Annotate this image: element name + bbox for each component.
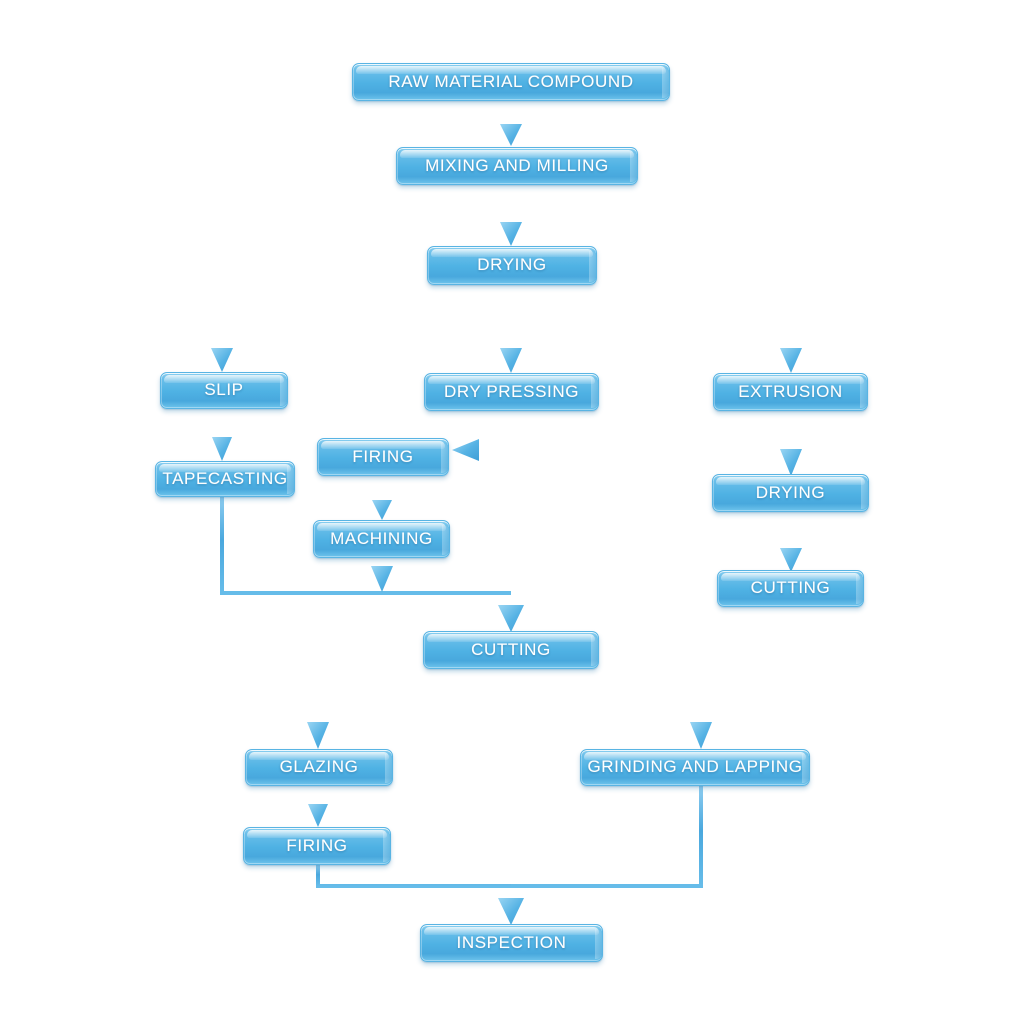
node-inspection[interactable]: INSPECTION bbox=[420, 924, 603, 962]
node-label: CUTTING bbox=[471, 639, 551, 659]
node-label: MIXING AND MILLING bbox=[425, 155, 609, 175]
node-label: FIRING bbox=[352, 446, 414, 466]
node-extrusion[interactable]: EXTRUSION bbox=[713, 373, 868, 411]
node-label: CUTTING bbox=[750, 578, 831, 597]
node-label: DRYING bbox=[755, 482, 826, 502]
arrowhead-bus-to-slip bbox=[211, 348, 233, 372]
arrowhead-machining-stub bbox=[371, 566, 393, 592]
arrowhead-firing-to-machining bbox=[372, 500, 392, 520]
node-label: DRY PRESSING bbox=[443, 381, 580, 401]
node-label: EXTRUSION bbox=[738, 381, 843, 401]
node-label: INSPECTION bbox=[456, 932, 567, 952]
arrowhead-cutbus-to-grinding bbox=[690, 722, 712, 749]
edge-tapecasting-merge bbox=[220, 497, 511, 595]
node-dry-pressing[interactable]: DRY PRESSING bbox=[424, 373, 599, 411]
arrowhead-glazing-to-firing bbox=[308, 804, 328, 827]
edge-grinding-merge bbox=[511, 786, 703, 888]
node-mixing-and-milling[interactable]: MIXING AND MILLING bbox=[396, 147, 638, 185]
arrowhead-drying-to-cutting bbox=[780, 548, 802, 572]
arrowhead-to-inspection bbox=[498, 898, 524, 925]
node-label: GRINDING AND LAPPING bbox=[587, 757, 803, 776]
node-drying-top[interactable]: DRYING bbox=[427, 246, 597, 285]
arrowhead-trunk-to-firing bbox=[452, 439, 479, 461]
arrowhead-mixing-to-drying bbox=[500, 222, 522, 246]
arrowhead-cutbus-to-glazing bbox=[307, 722, 329, 749]
node-firing-mid[interactable]: FIRING bbox=[317, 438, 449, 476]
node-label: GLAZING bbox=[279, 757, 359, 776]
node-label: MACHINING bbox=[330, 528, 433, 548]
node-label: DRYING bbox=[477, 255, 547, 274]
node-cutting-center[interactable]: CUTTING bbox=[423, 631, 599, 669]
node-raw-material-compound[interactable]: RAW MATERIAL COMPOUND bbox=[352, 63, 670, 101]
node-label: RAW MATERIAL COMPOUND bbox=[388, 71, 634, 91]
node-label: TAPECASTING bbox=[162, 468, 288, 488]
node-firing-bottom[interactable]: FIRING bbox=[243, 827, 391, 865]
arrowhead-bus-to-drypressing bbox=[500, 348, 522, 373]
node-grinding-and-lapping[interactable]: GRINDING AND LAPPING bbox=[580, 749, 810, 786]
node-glazing[interactable]: GLAZING bbox=[245, 749, 393, 786]
arrowhead-extrusion-to-drying bbox=[780, 449, 802, 476]
edge-firingbottom-merge bbox=[316, 865, 511, 888]
node-label: FIRING bbox=[286, 835, 348, 855]
node-machining[interactable]: MACHINING bbox=[313, 520, 450, 558]
arrowhead-bus-to-extrusion bbox=[780, 348, 802, 373]
arrowhead-to-cutting-center bbox=[498, 605, 524, 632]
node-tapecasting[interactable]: TAPECASTING bbox=[155, 461, 295, 497]
node-slip[interactable]: SLIP bbox=[160, 372, 288, 409]
node-cutting-right[interactable]: CUTTING bbox=[717, 570, 864, 607]
node-label: SLIP bbox=[204, 380, 244, 399]
arrowhead-slip-to-tapecasting bbox=[212, 437, 232, 461]
node-drying-right[interactable]: DRYING bbox=[712, 474, 869, 512]
arrowhead-raw-to-mixing bbox=[500, 124, 522, 146]
